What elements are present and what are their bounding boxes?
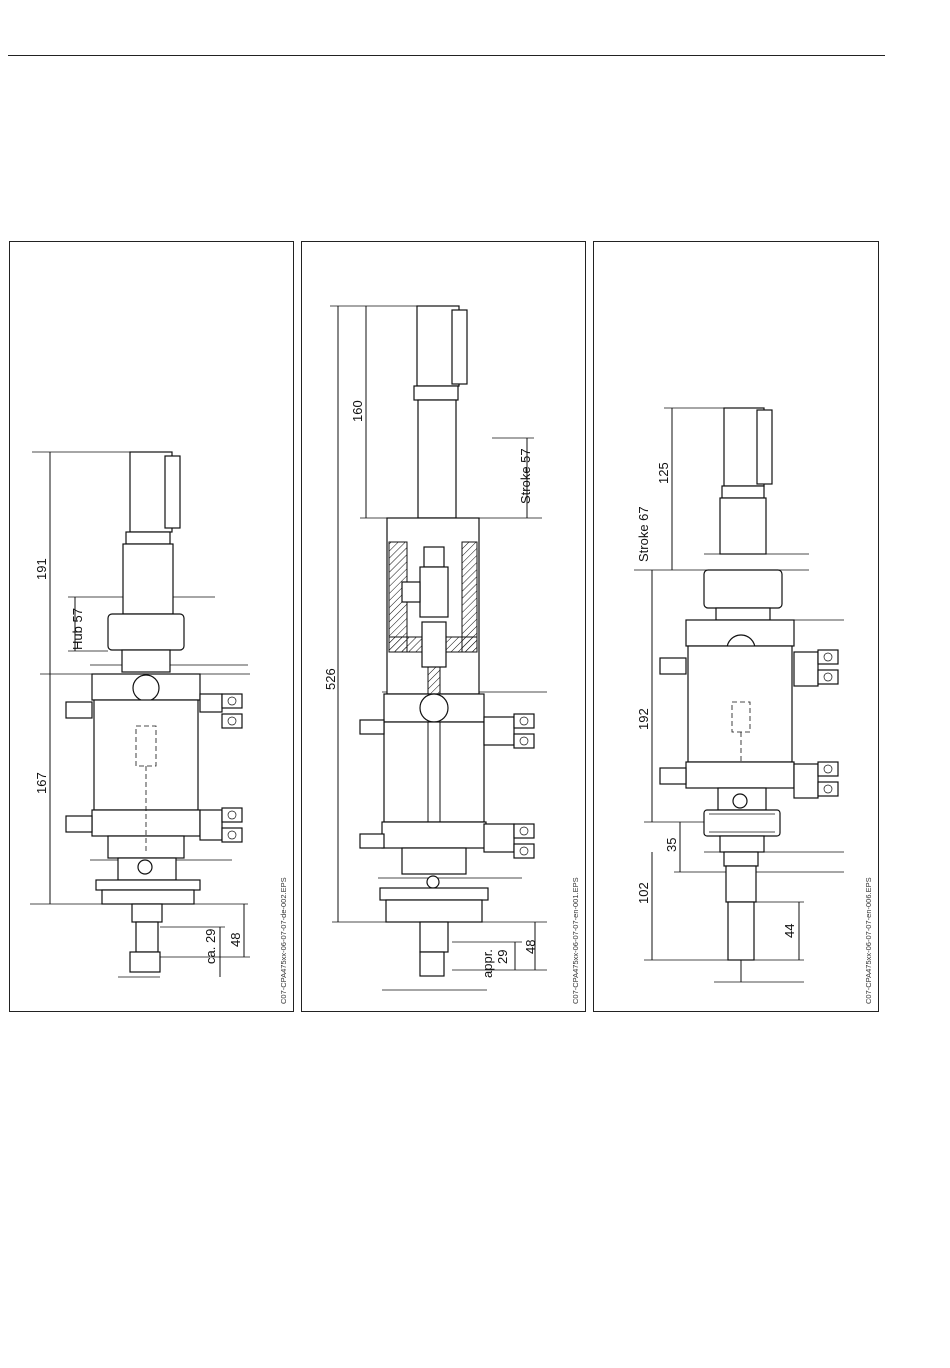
figure-code: C07-CPA475xx-06-07-07-en-006.EPS	[864, 877, 873, 1004]
dim-191: 191	[34, 558, 49, 580]
right-diagram: 125 Stroke 67 192 35 102 44 C07-CPA475xx…	[594, 242, 878, 1011]
panel-right: 125 Stroke 67 192 35 102 44 C07-CPA475xx…	[593, 241, 879, 1012]
dim-stroke-67: Stroke 67	[636, 506, 651, 562]
dim-hub: Hub 57	[70, 608, 85, 650]
dim-ca-29: ca. 29	[203, 929, 218, 964]
dim-125: 125	[656, 462, 671, 484]
middle-diagram: 160 Stroke 57 526 appr. 29 48 C07-CPA475…	[302, 242, 585, 1011]
dim-48: 48	[523, 940, 538, 954]
left-diagram: 191 Hub 57 167 ca. 29 48 C07-CPA475xx-06…	[10, 242, 293, 1011]
dim-appr-label: appr.	[480, 949, 495, 978]
dim-appr-29: 29	[495, 950, 510, 964]
panel-left: 191 Hub 57 167 ca. 29 48 C07-CPA475xx-06…	[9, 241, 294, 1012]
dim-48: 48	[228, 933, 243, 947]
dim-35: 35	[664, 838, 679, 852]
dim-192: 192	[636, 708, 651, 730]
dim-526: 526	[323, 668, 338, 690]
figure-code: C07-CPA475xx-06-07-07-de-002.EPS	[279, 877, 288, 1004]
dim-167: 167	[34, 772, 49, 794]
dim-102: 102	[636, 882, 651, 904]
dim-160: 160	[350, 400, 365, 422]
header-rule	[8, 55, 885, 56]
figure-code: C07-CPA475xx-06-07-07-en-001.EPS	[571, 877, 580, 1004]
panel-middle: 160 Stroke 57 526 appr. 29 48 C07-CPA475…	[301, 241, 586, 1012]
dim-44: 44	[782, 924, 797, 938]
dim-stroke-57: Stroke 57	[518, 448, 533, 504]
